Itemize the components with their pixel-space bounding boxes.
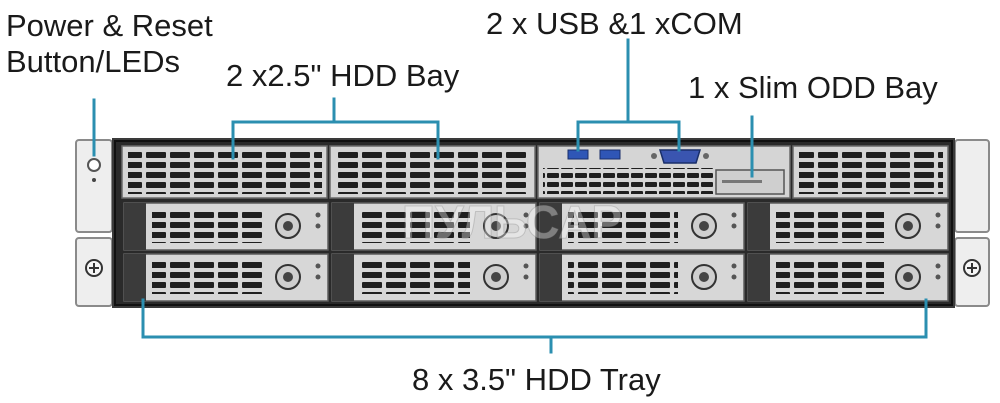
hdd-35-tray[interactable] bbox=[539, 202, 745, 251]
left-rack-ear bbox=[75, 139, 113, 307]
tray-led-icon bbox=[935, 263, 941, 269]
com-screw-icon bbox=[651, 153, 657, 159]
tray-led-icon bbox=[315, 212, 321, 218]
hdd-35-tray[interactable] bbox=[331, 202, 537, 251]
power-led-icon bbox=[92, 178, 96, 182]
label-slim-odd-bay: 1 x Slim ODD Bay bbox=[688, 70, 938, 105]
callout-usb-com bbox=[576, 38, 681, 152]
tray-led-icon bbox=[731, 274, 737, 280]
label-power-reset-line2: Button/LEDs bbox=[6, 43, 181, 79]
tray-led-icon bbox=[935, 274, 941, 280]
usb-port[interactable] bbox=[599, 149, 621, 160]
watermark: ПУЛЬСАР bbox=[402, 196, 622, 248]
tray-led-icon bbox=[523, 274, 529, 280]
io-panel bbox=[537, 145, 791, 199]
callout-hdd-35 bbox=[141, 298, 928, 354]
com-port[interactable] bbox=[658, 149, 702, 164]
tray-led-icon bbox=[523, 263, 529, 269]
right-rack-ear bbox=[954, 139, 990, 307]
hdd-35-tray[interactable] bbox=[331, 253, 537, 302]
callout-lines bbox=[92, 38, 928, 354]
tray-led-icon bbox=[731, 212, 737, 218]
hdd-25-bay[interactable] bbox=[121, 145, 328, 199]
hdd-35-tray[interactable] bbox=[747, 253, 949, 302]
label-power-reset: Power & Reset Button/LEDs bbox=[6, 8, 213, 79]
label-hdd-25-bay: 2 x2.5" HDD Bay bbox=[226, 58, 460, 93]
tray-led-icon bbox=[935, 212, 941, 218]
tray-led-icon bbox=[315, 263, 321, 269]
tray-led-icon bbox=[935, 223, 941, 229]
label-power-reset-line1: Power & Reset bbox=[6, 8, 213, 43]
tray-led-icon bbox=[523, 223, 529, 229]
power-button-icon[interactable] bbox=[87, 158, 101, 172]
hdd-25-bay[interactable] bbox=[329, 145, 536, 199]
hdd-35-tray[interactable] bbox=[123, 253, 329, 302]
tray-led-icon bbox=[731, 263, 737, 269]
tray-led-icon bbox=[315, 223, 321, 229]
callout-hdd-25 bbox=[231, 97, 440, 160]
tray-led-icon bbox=[731, 223, 737, 229]
hdd-35-tray[interactable] bbox=[123, 202, 329, 251]
label-usb-com: 2 x USB &1 xCOM bbox=[486, 6, 743, 41]
label-hdd-35-tray: 8 x 3.5" HDD Tray bbox=[412, 362, 661, 397]
com-screw-icon bbox=[703, 153, 709, 159]
tray-led-icon bbox=[523, 212, 529, 218]
hdd-35-tray[interactable] bbox=[539, 253, 745, 302]
hdd-35-tray[interactable] bbox=[747, 202, 949, 251]
tray-led-icon bbox=[315, 274, 321, 280]
hdd-25-bay[interactable] bbox=[792, 145, 949, 199]
